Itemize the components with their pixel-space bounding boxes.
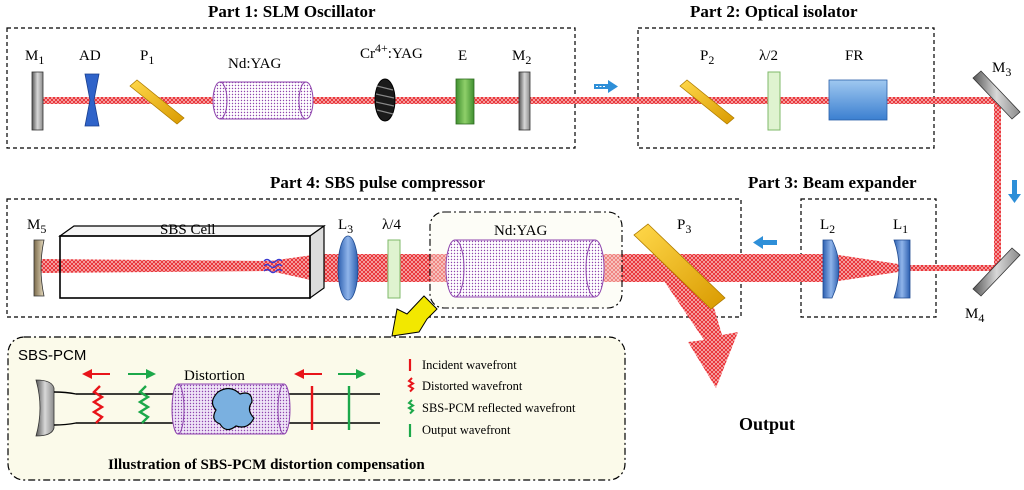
label-l1: L1 xyxy=(893,217,908,236)
polarizer-p2-icon xyxy=(679,79,735,125)
label-cr-yag: Cr4+:YAG xyxy=(360,41,423,62)
inset-reflected-wavefront xyxy=(137,385,151,424)
inset-beam-bottom xyxy=(53,422,380,426)
part1-title: Part 1: SLM Oscillator xyxy=(208,2,376,21)
legend-distorted-marker xyxy=(407,377,415,393)
direction-arrow-left-icon xyxy=(753,236,777,249)
polarizer-p1-icon xyxy=(129,79,185,125)
mirror-m3-icon xyxy=(972,70,1021,120)
mirror-m2-icon xyxy=(518,71,531,131)
output-label: Output xyxy=(739,414,795,434)
legend-reflected-marker xyxy=(407,399,415,415)
mirror-m1-icon xyxy=(31,71,44,131)
lens-l1-icon xyxy=(893,239,911,299)
legend-output: Output wavefront xyxy=(422,423,511,437)
cr-yag-crystal-icon xyxy=(374,78,396,122)
label-m2: M2 xyxy=(512,48,531,67)
polarizer-p3-icon xyxy=(633,223,726,310)
label-e: E xyxy=(458,48,467,64)
part2-title: Part 2: Optical isolator xyxy=(690,2,858,21)
inset-mirror-icon xyxy=(35,379,55,437)
half-wave-plate-icon xyxy=(767,71,781,131)
aperture-ad-icon xyxy=(84,73,100,127)
ndyag-rod-1-icon xyxy=(219,81,307,120)
part4-title: Part 4: SBS pulse compressor xyxy=(270,173,485,192)
sbs-focal-point-icon xyxy=(263,258,283,274)
label-m3: M3 xyxy=(992,60,1011,79)
part3-title: Part 3: Beam expander xyxy=(748,173,917,192)
label-ad: AD xyxy=(79,48,101,64)
inset-beam-top xyxy=(53,391,380,395)
inset-arrow-left-red-2-icon xyxy=(294,369,322,379)
label-half-wave: λ/2 xyxy=(759,48,778,64)
beam-expander-cone xyxy=(832,254,905,282)
lens-l3-icon xyxy=(337,235,359,301)
ndyag-rod-2-icon xyxy=(454,239,596,298)
mirror-m4-icon xyxy=(972,247,1021,297)
inset-caption: Illustration of SBS-PCM distortion compe… xyxy=(108,457,425,473)
lens-l2-icon xyxy=(822,239,840,299)
legend-incident: Incident wavefront xyxy=(422,358,517,372)
inset-distortion-label: Distortion xyxy=(184,368,245,384)
label-m1: M1 xyxy=(25,48,44,67)
inset-arrow-right-green-2-icon xyxy=(338,369,366,379)
inset-distortion-blob-icon xyxy=(211,387,255,431)
beam-vertical xyxy=(994,100,1001,270)
inset-panel xyxy=(7,336,626,481)
direction-arrow-right-icon xyxy=(594,80,618,93)
direction-arrow-down-icon xyxy=(1008,180,1021,203)
quarter-wave-plate-icon xyxy=(387,239,401,299)
label-m5: M5 xyxy=(27,217,46,236)
label-p2: P2 xyxy=(700,48,714,67)
label-ndyag-1: Nd:YAG xyxy=(228,56,282,72)
mirror-m5-icon xyxy=(33,239,45,297)
beam-sbs-focus xyxy=(40,254,320,282)
part1-box xyxy=(6,27,576,149)
callout-arrow-icon xyxy=(391,295,438,337)
label-p1: P1 xyxy=(140,48,154,67)
etalon-e-icon xyxy=(455,78,475,125)
faraday-rotator-icon xyxy=(828,79,888,121)
inset-title: SBS-PCM xyxy=(18,347,86,364)
label-ndyag-2: Nd:YAG xyxy=(494,223,548,239)
label-p3: P3 xyxy=(677,217,691,236)
label-sbs-cell: SBS Cell xyxy=(160,222,215,238)
legend-distorted: Distorted wavefront xyxy=(422,379,523,393)
beam-bottom-narrow xyxy=(905,265,1001,271)
inset-arrow-left-red-icon xyxy=(82,369,110,379)
inset-distorted-wavefront xyxy=(91,385,105,424)
beam-output xyxy=(660,260,738,388)
part2-box xyxy=(637,27,935,149)
sbs-cell-icon xyxy=(58,224,326,300)
inset-arrow-right-green-icon xyxy=(128,369,156,379)
legend-reflected: SBS-PCM reflected wavefront xyxy=(422,401,576,415)
label-l2: L2 xyxy=(820,217,835,236)
label-l3: L3 xyxy=(338,217,353,236)
label-m4: M4 xyxy=(965,306,984,325)
label-fr: FR xyxy=(845,48,863,64)
label-quarter-wave: λ/4 xyxy=(382,217,401,233)
inset-legend: Incident wavefront Distorted wavefront S… xyxy=(407,358,576,437)
